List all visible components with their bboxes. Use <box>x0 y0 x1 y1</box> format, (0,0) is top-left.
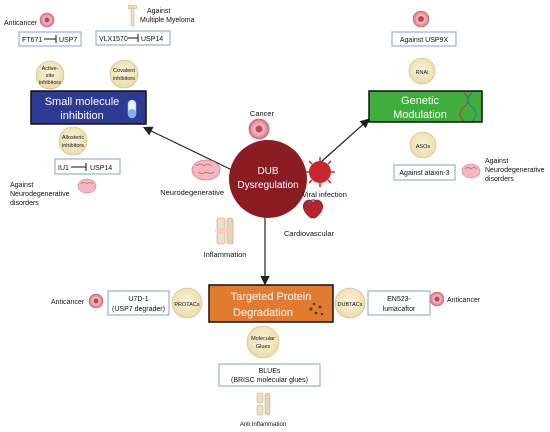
genetic-neuro-line1: Against <box>485 158 508 165</box>
iu1-target: USP14 <box>90 165 112 172</box>
dub-center-circle <box>229 140 307 218</box>
vlx1570-target: USP14 <box>141 36 163 43</box>
blues-box <box>218 363 321 387</box>
genetic-neuro-line3: disorders <box>485 176 514 183</box>
genetic-neuro-line2: Neurodegenerative <box>485 167 545 174</box>
u7d1-line2: (USP7 degrader) <box>112 306 165 313</box>
covalent-line2: inhibitors <box>113 76 135 82</box>
trigger-viral: Viral infection <box>302 190 347 199</box>
sm-anticancer-cell-nucleus <box>44 17 50 23</box>
genetic-cell-nucleus <box>418 16 424 22</box>
tpd-title-line2: Degradation <box>233 307 293 319</box>
myeloma-line2: Multiple Myeloma <box>140 17 195 24</box>
sm-neuro-line2: Neurodegenerative <box>10 191 70 198</box>
allosteric-line2: inhibitors <box>62 143 84 149</box>
bone-icon <box>127 4 138 27</box>
genetic-title-line2: Modulation <box>393 109 447 121</box>
tpd-left-cell-nucleus <box>93 298 99 304</box>
tpd-anticancer-right: Anticancer <box>447 297 481 304</box>
active-site-line3: inhibitors <box>39 80 61 86</box>
virus-icon <box>305 157 335 187</box>
tpd-box <box>208 284 334 323</box>
center-label-line1: DUB <box>257 166 278 177</box>
cancer-cell-nucleus <box>255 125 263 133</box>
genetic-brain-icon <box>461 163 481 179</box>
pill-icon <box>127 99 137 119</box>
molecular-glues-circle <box>246 325 280 359</box>
heart-icon <box>302 199 324 219</box>
tpd-anticancer-left: Anticancer <box>51 299 85 306</box>
anti-inflammation-label: Anti Inflammation <box>240 422 286 428</box>
dna-icon <box>459 92 477 122</box>
u7d1-box <box>107 290 170 316</box>
usp9x-text: Against USP9X <box>400 37 449 44</box>
usp9x-box <box>391 31 457 47</box>
center-label-line2: Dysregulation <box>237 180 298 191</box>
iu1-box <box>54 158 121 175</box>
tpd-title-line1: Targeted Protein <box>231 291 312 303</box>
trigger-neurodegenerative: Neurodegenerative <box>160 188 224 197</box>
degradation-fragments-icon <box>309 302 324 316</box>
allosteric-line1: Allosteric <box>62 135 85 141</box>
dubtacs-label: DUBTACs <box>338 302 363 308</box>
sm-neuro-line1: Against <box>10 182 33 189</box>
knee-joint-icon <box>256 392 271 416</box>
iu1-drug: IU1 <box>58 165 69 172</box>
arrow-to-small-molecule <box>142 126 233 171</box>
covalent-inhibitors-circle <box>109 59 139 89</box>
active-site-line2: site <box>46 73 55 79</box>
brain-icon <box>191 159 221 181</box>
sm-brain-icon <box>77 178 97 194</box>
en523-line1: EN523- <box>387 296 411 303</box>
active-site-line1: Active- <box>42 66 59 72</box>
blues-line2: (BRISC molecular glues) <box>231 377 308 384</box>
asos-label: ASOs <box>416 144 431 150</box>
trigger-cancer: Cancer <box>250 109 275 118</box>
molecular-glues-line2: Glues <box>256 344 271 350</box>
ft671-target: USP7 <box>59 37 77 44</box>
tpd-right-cell-nucleus <box>434 296 440 302</box>
ataxin-box <box>393 164 456 181</box>
genetic-title-line1: Genetic <box>401 95 439 107</box>
rnai-circle <box>408 57 436 85</box>
trigger-inflammation: Inflammation <box>204 250 247 259</box>
u7d1-line1: U7D-1 <box>128 296 148 303</box>
joint-icon <box>215 217 234 245</box>
sm-neuro-line3: disorders <box>10 200 39 207</box>
molecular-glues-line1: Molecular <box>251 336 275 342</box>
covalent-line1: Covalent <box>113 68 135 74</box>
blues-line1: BLUEs <box>259 368 281 375</box>
trigger-cardiovascular: Cardiovascular <box>284 229 335 238</box>
vlx1570-drug: VLX1570 <box>99 36 128 43</box>
ataxin-text: Against ataxin-3 <box>399 170 449 177</box>
rnai-label: RNAi <box>416 70 429 76</box>
small-molecule-box <box>30 90 147 125</box>
small-molecule-title-line2: inhibition <box>60 110 103 122</box>
asos-circle <box>409 131 437 159</box>
protacs-label: PROTACs <box>174 302 200 308</box>
en523-line2: lumacaftor <box>383 306 416 313</box>
small-molecule-title-line1: Small molecule <box>45 96 120 108</box>
dubtacs-circle <box>334 287 366 319</box>
ft671-drug: FT671 <box>22 37 42 44</box>
sm-anticancer-label: Anticancer <box>4 20 38 27</box>
genetic-box <box>368 90 483 123</box>
allosteric-inhibitors-circle <box>58 126 88 156</box>
protacs-circle <box>171 287 203 319</box>
myeloma-line1: Against <box>147 8 170 15</box>
en523-box <box>367 290 431 316</box>
